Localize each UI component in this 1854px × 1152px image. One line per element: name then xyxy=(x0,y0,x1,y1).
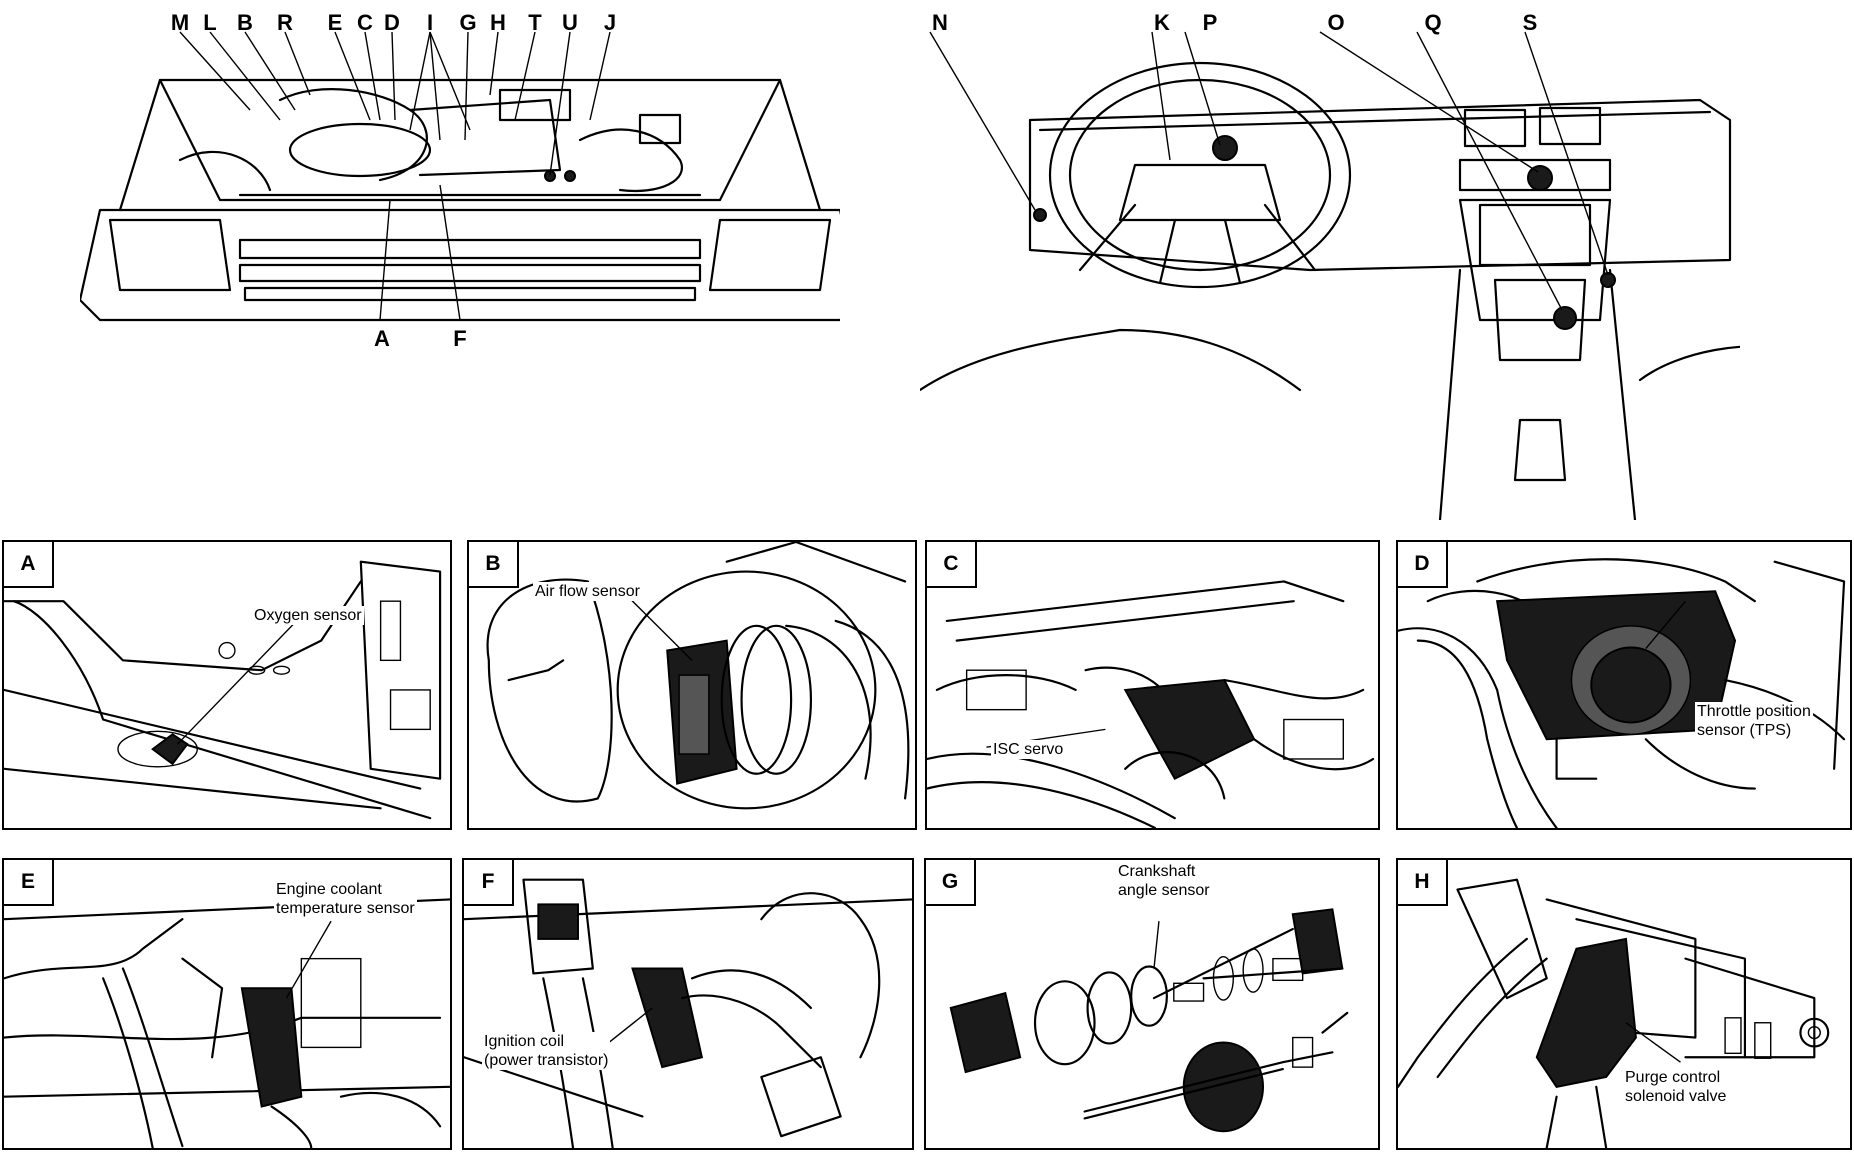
coolant-temperature-sensor-illustration xyxy=(4,898,450,1148)
callout-f: F xyxy=(453,326,467,351)
panel-c: C ISC servo xyxy=(925,540,1380,830)
air-flow-sensor-label: Air flow sensor xyxy=(533,582,642,601)
panel-letter-g: G xyxy=(926,860,976,906)
callout-b: B xyxy=(237,10,253,35)
callout-k: K xyxy=(1154,10,1170,35)
panel-letter-e: E xyxy=(4,860,54,906)
oxygen-sensor-label: Oxygen sensor xyxy=(252,606,364,625)
callout-g: G xyxy=(459,10,477,35)
callout-q: Q xyxy=(1424,10,1442,35)
panel-letter-a: A xyxy=(4,542,54,588)
dashboard-overview xyxy=(920,31,1740,520)
panel-letter-f: F xyxy=(464,860,514,906)
callout-h: H xyxy=(490,10,506,35)
panel-letter-d: D xyxy=(1398,542,1448,588)
isc-servo-label: ISC servo xyxy=(991,740,1066,759)
callout-a: A xyxy=(374,326,390,351)
engine-coolant-temperature-sensor-label: Engine coolant temperature sensor xyxy=(274,880,417,918)
ignition-coil-illustration xyxy=(464,878,912,1148)
callout-p: P xyxy=(1202,10,1218,35)
crankshaft-angle-sensor-illustration xyxy=(949,908,1349,1133)
callout-l: L xyxy=(203,10,217,35)
callout-d: D xyxy=(384,10,400,35)
callout-t: T xyxy=(528,10,542,35)
callout-r: R xyxy=(277,10,293,35)
callout-i: I xyxy=(426,10,434,35)
throttle-position-sensor-illustration xyxy=(1398,558,1846,828)
panel-letter-c: C xyxy=(927,542,977,588)
engine-bay-overview xyxy=(80,31,840,322)
callout-e: E xyxy=(327,10,343,35)
panel-d: D Throttle position sensor (TPS) xyxy=(1396,540,1852,830)
purge-control-solenoid-valve-illustration xyxy=(1398,878,1830,1148)
ignition-coil-label: Ignition coil (power transistor) xyxy=(482,1032,611,1070)
callout-o: O xyxy=(1327,10,1345,35)
isc-servo-illustration xyxy=(927,580,1375,828)
crankshaft-angle-sensor-label: Crankshaft angle sensor xyxy=(1116,862,1212,900)
air-flow-sensor-illustration xyxy=(486,542,910,810)
panel-b: B Air flow sensor xyxy=(467,540,917,830)
panel-e: E Engine coolant temperature sensor xyxy=(2,858,452,1150)
panel-letter-h: H xyxy=(1398,860,1448,906)
callout-j: J xyxy=(603,10,617,35)
callout-n: N xyxy=(932,10,948,35)
panel-g: G Crankshaft angle sensor xyxy=(924,858,1380,1150)
callout-c: C xyxy=(357,10,373,35)
purge-control-solenoid-valve-label: Purge control solenoid valve xyxy=(1623,1068,1729,1106)
panel-f: F Ignition coil (power transistor) xyxy=(462,858,914,1150)
panel-h: H Purge control solenoid valve xyxy=(1396,858,1852,1150)
callout-s: S xyxy=(1522,10,1538,35)
throttle-position-sensor-label: Throttle position sensor (TPS) xyxy=(1695,702,1813,740)
oxygen-sensor-illustration xyxy=(4,560,442,820)
panel-letter-b: B xyxy=(469,542,519,588)
callout-u: U xyxy=(562,10,578,35)
panel-a: A Oxygen sensor xyxy=(2,540,452,830)
callout-m: M xyxy=(170,10,190,35)
